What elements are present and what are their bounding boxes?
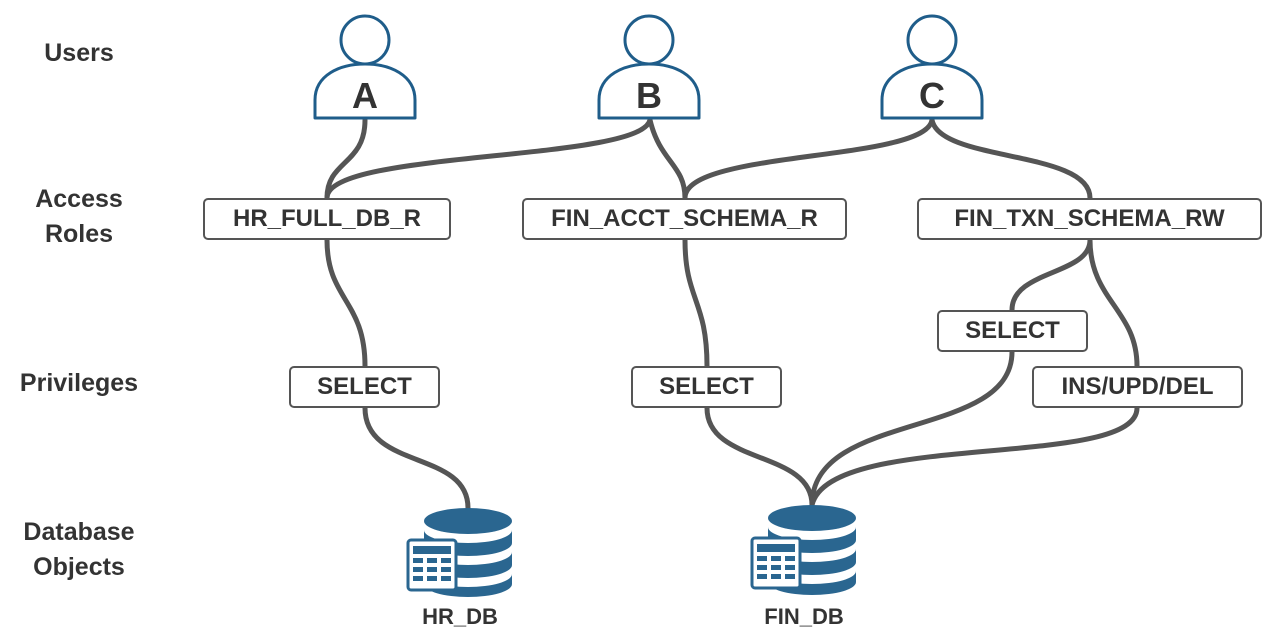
user-b-letter: B <box>636 75 662 116</box>
row-label-access-roles: Access Roles <box>20 182 138 252</box>
row-label-users: Users <box>20 36 138 71</box>
privilege-hr-select-label: SELECT <box>317 373 412 400</box>
role-fin-acct-schema-r-label: FIN_ACCT_SCHEMA_R <box>551 205 818 232</box>
database-label-fin-db: FIN_DB <box>744 604 864 630</box>
connector-user-b-fin-acct-role <box>647 117 688 201</box>
user-b-icon: B <box>597 14 701 120</box>
privilege-fin-txn-insupddel-label: INS/UPD/DEL <box>1061 373 1214 400</box>
user-c-letter: C <box>919 75 945 116</box>
database-label-fin-db-text: FIN_DB <box>764 604 844 629</box>
connectors <box>324 117 1140 511</box>
connector-user-a-hr-role <box>324 117 368 201</box>
row-label-database-objects: Database Objects <box>4 515 154 585</box>
hr-db-table-icon <box>406 538 458 592</box>
fin-db-table-icon <box>750 536 802 590</box>
connector-select-hr-db <box>362 405 471 511</box>
row-label-privileges: Privileges <box>4 366 154 401</box>
fin-db-database-icon <box>750 505 856 595</box>
row-label-users-text: Users <box>44 39 114 67</box>
row-label-access-roles-line2: Roles <box>44 220 114 248</box>
database-label-hr-db-text: HR_DB <box>422 604 498 629</box>
role-fin-acct-schema-r: FIN_ACCT_SCHEMA_R <box>522 198 847 240</box>
connector-select-fin-db-2 <box>809 349 1015 508</box>
row-label-access-roles-line1: Access <box>35 185 123 213</box>
row-label-database-objects-line2: Objects <box>33 553 125 581</box>
privilege-hr-select: SELECT <box>289 366 440 408</box>
connector-hr-role-select <box>324 237 368 369</box>
connector-fin-txn-role-select <box>1009 237 1093 313</box>
connector-fin-txn-role-insupddel <box>1087 237 1140 369</box>
privilege-fin-acct-select-label: SELECT <box>659 373 754 400</box>
connector-insupddel-fin-db <box>809 405 1140 508</box>
connector-user-c-fin-acct-role <box>682 117 935 201</box>
row-label-database-objects-line1: Database <box>23 518 135 546</box>
role-fin-txn-schema-rw-label: FIN_TXN_SCHEMA_RW <box>954 205 1225 232</box>
connector-user-b-hr-role <box>324 117 653 201</box>
role-fin-txn-schema-rw: FIN_TXN_SCHEMA_RW <box>917 198 1262 240</box>
privilege-fin-acct-select: SELECT <box>631 366 782 408</box>
role-hr-full-db-r-label: HR_FULL_DB_R <box>232 205 421 232</box>
user-c-icon: C <box>880 14 984 120</box>
database-label-hr-db: HR_DB <box>400 604 520 630</box>
user-a-icon: A <box>313 14 417 120</box>
row-label-privileges-text: Privileges <box>19 369 139 397</box>
role-hr-full-db-r: HR_FULL_DB_R <box>203 198 451 240</box>
connector-select-fin-db-1 <box>704 405 815 508</box>
hr-db-database-icon <box>406 508 512 597</box>
user-a-letter: A <box>352 75 378 116</box>
privilege-fin-txn-select: SELECT <box>937 310 1088 352</box>
privilege-fin-txn-select-label: SELECT <box>965 317 1060 344</box>
connector-fin-acct-role-select <box>682 237 710 369</box>
privilege-fin-txn-insupddel: INS/UPD/DEL <box>1032 366 1243 408</box>
connector-user-c-fin-txn-role <box>929 117 1093 201</box>
